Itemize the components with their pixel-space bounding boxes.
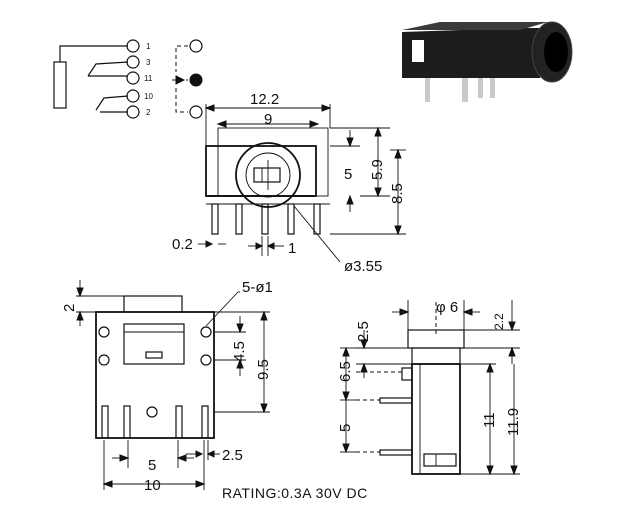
rating-text: RATING:0.3A 30V DC	[222, 485, 368, 501]
pin-label-2: 2	[146, 108, 151, 117]
dim-2-2: 2.2	[492, 313, 506, 330]
dim-4-5: 4.5	[231, 341, 248, 362]
product-photo	[402, 21, 573, 102]
dim-5-bottom: 5	[148, 457, 156, 474]
dim-5-side: 5	[344, 166, 352, 183]
pin-label-3: 3	[146, 58, 151, 67]
dim-dia-3-55: ø3.55	[344, 258, 382, 275]
pin-label-11: 11	[144, 74, 153, 83]
dim-0-2: 0.2	[172, 236, 193, 253]
dim-10: 10	[144, 477, 161, 494]
dim-5-9: 5.9	[369, 159, 386, 180]
front-view: 12.2 9 5 5.9 8.5 0.2	[172, 91, 406, 275]
dim-5-right: 5	[337, 424, 354, 432]
dim-11: 11	[481, 412, 498, 428]
dim-8-5: 8.5	[389, 183, 406, 204]
dim-2-top: 2	[61, 304, 78, 312]
pin-label-1: 1	[146, 42, 151, 51]
dim-1: 1	[288, 240, 296, 257]
dim-6-5: 6.5	[337, 361, 354, 382]
side-view: φ 6 2.2 2.5 6.5 5 11	[337, 299, 522, 476]
dim-9-front: 9	[264, 111, 272, 128]
dim-phi-6: φ 6	[436, 299, 458, 316]
dim-5-dia-1: 5-ø1	[242, 279, 273, 296]
bottom-view: 2 5-ø1 4.5 9.5 5 10	[61, 279, 273, 494]
dim-2-5-bottom: 2.5	[222, 447, 243, 464]
dim-11-9: 11.9	[505, 408, 522, 436]
dim-12-2: 12.2	[250, 91, 279, 108]
schematic: 1 3 11 10 2	[53, 39, 203, 119]
dim-2-5-right: 2.5	[355, 321, 372, 342]
pin-label-10: 10	[144, 92, 153, 101]
dim-9-5: 9.5	[255, 359, 272, 380]
